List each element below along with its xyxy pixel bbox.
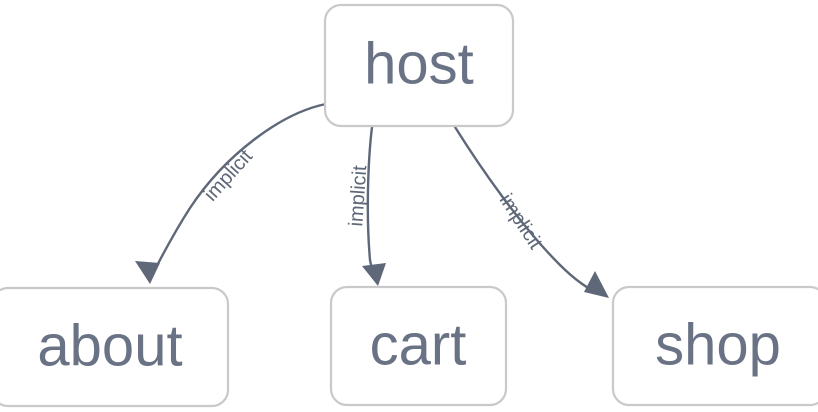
edge-host-cart-path bbox=[366, 125, 378, 283]
node-shop-label: shop bbox=[655, 312, 781, 377]
node-shop[interactable]: shop bbox=[611, 285, 818, 407]
edge-host-cart-label: implicit bbox=[345, 164, 371, 227]
node-about-shape bbox=[0, 286, 230, 408]
node-cart-label: cart bbox=[370, 312, 467, 377]
node-cart-shape bbox=[329, 285, 508, 407]
node-host-shape bbox=[323, 3, 515, 128]
edge-host-shop-label: implicit bbox=[495, 190, 547, 254]
edge-host-about[interactable]: implicit bbox=[135, 102, 328, 284]
node-about[interactable]: about bbox=[0, 286, 230, 408]
edge-host-about-label-group: implicit bbox=[200, 145, 258, 205]
edge-host-about-label: implicit bbox=[200, 145, 258, 205]
node-cart[interactable]: cart bbox=[329, 285, 508, 407]
node-shop-shape bbox=[611, 285, 818, 407]
edge-host-shop[interactable]: implicit bbox=[453, 125, 609, 298]
node-host[interactable]: host bbox=[323, 3, 515, 128]
node-about-label: about bbox=[37, 313, 182, 378]
edge-host-shop-label-group: implicit bbox=[495, 190, 547, 254]
edge-host-about-arrowhead-icon bbox=[135, 261, 160, 284]
nodes-layer: host about cart shop bbox=[0, 3, 818, 408]
node-host-label: host bbox=[364, 31, 474, 96]
edge-host-cart-label-group: implicit bbox=[345, 164, 371, 227]
edge-host-cart[interactable]: implicit bbox=[345, 125, 386, 286]
edge-host-shop-arrowhead-icon bbox=[584, 271, 609, 298]
edge-host-shop-path bbox=[453, 125, 604, 297]
edges-layer: implicit implicit implicit bbox=[135, 102, 609, 298]
edge-host-cart-arrowhead-icon bbox=[362, 263, 386, 286]
edge-host-about-path bbox=[148, 102, 328, 281]
